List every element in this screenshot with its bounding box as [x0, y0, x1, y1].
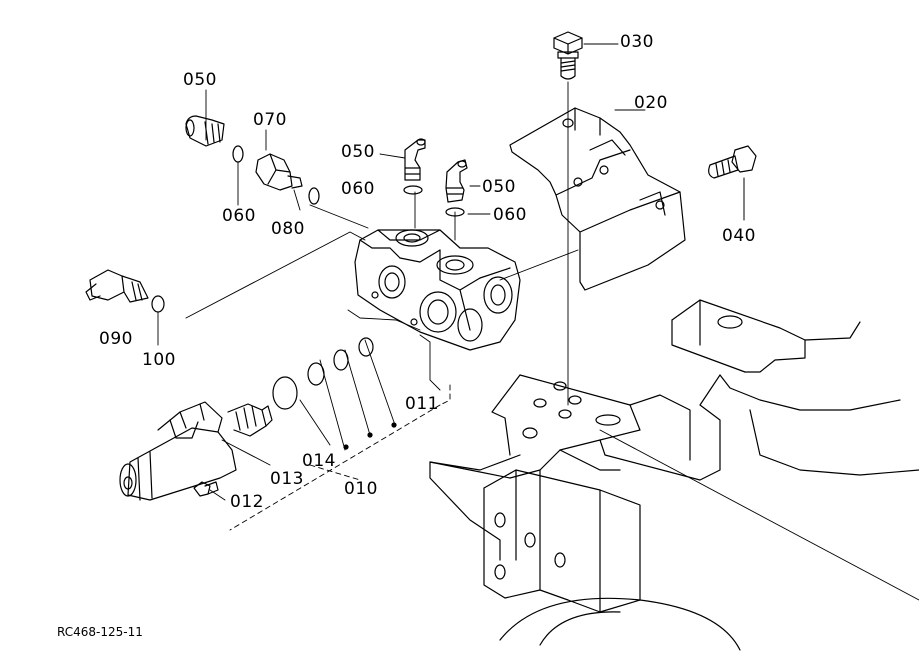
callout-080: 080	[271, 219, 305, 239]
callout-010: 010	[344, 479, 378, 499]
callout-050-top: 050	[183, 70, 217, 90]
fitting-050-top	[185, 115, 225, 147]
callout-020: 020	[634, 93, 668, 113]
callout-100: 100	[142, 350, 176, 370]
o-ring-100	[151, 295, 165, 313]
group-010-bracket	[229, 384, 451, 531]
bolt-030	[553, 31, 619, 80]
o-ring-060-top	[232, 145, 244, 163]
callout-040: 040	[722, 226, 756, 246]
callout-011: 011	[405, 394, 439, 414]
callout-060-center: 060	[341, 179, 375, 199]
callout-050-center: 050	[341, 142, 375, 162]
callout-014: 014	[302, 451, 336, 471]
sensor-090	[85, 269, 149, 303]
elbow-fitting-050-right	[445, 159, 468, 203]
callout-090: 090	[99, 329, 133, 349]
callout-013: 013	[270, 469, 304, 489]
frame-assembly	[429, 299, 919, 651]
screw-012	[193, 481, 219, 497]
adapter-070	[255, 153, 303, 191]
callout-060-right: 060	[493, 205, 527, 225]
valve-body-011	[354, 229, 521, 351]
drawing-code: RC468-125-11	[57, 625, 143, 639]
bolt-040	[708, 145, 757, 221]
solenoid-013	[119, 401, 273, 501]
o-ring-080	[308, 187, 320, 205]
callout-060-left: 060	[222, 206, 256, 226]
callout-030: 030	[620, 32, 654, 52]
callout-070: 070	[253, 110, 287, 130]
leader-lines	[157, 81, 919, 601]
elbow-fitting-050-left	[404, 138, 426, 181]
mounting-bracket-020	[509, 107, 686, 291]
o-rings-060-center	[403, 185, 465, 217]
o-rings-014-group	[272, 337, 397, 450]
callout-012: 012	[230, 492, 264, 512]
callout-050-right: 050	[482, 177, 516, 197]
